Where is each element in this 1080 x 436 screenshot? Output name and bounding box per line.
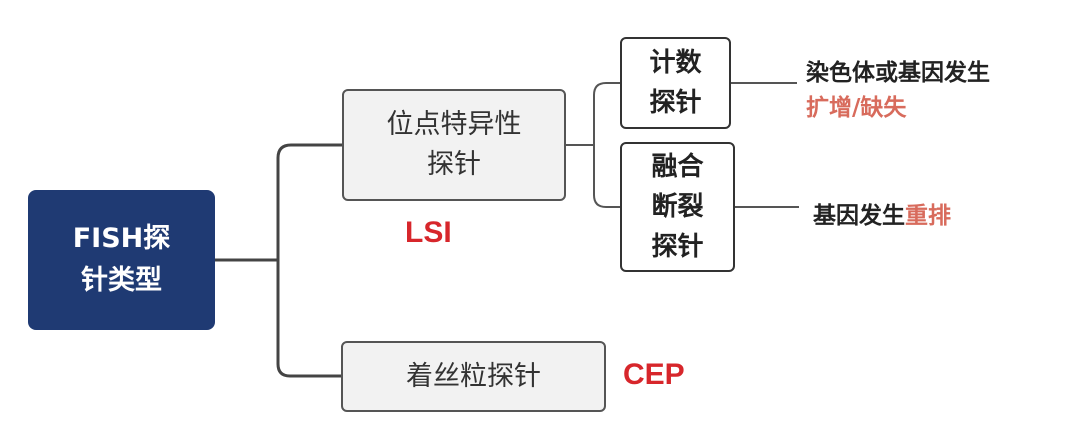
desc-count-highlight: 扩增/缺失 [806, 95, 907, 121]
cep-label: 着丝粒探针 [406, 360, 541, 392]
root-node-fish-probe-types: FISH探针类型 [28, 190, 215, 330]
tag-cep: CEP [623, 358, 685, 391]
node-locus-specific-probe: 位点特异性探针 [342, 89, 566, 201]
lsi-label: 位点特异性探针 [386, 109, 522, 180]
count-label: 计数探针 [649, 48, 702, 118]
desc-count-line2: 扩增/缺失 [806, 88, 906, 122]
tag-lsi: LSI [405, 216, 452, 249]
desc-count-line1: 染色体或基因发生 [806, 60, 990, 86]
connector-to-count [593, 82, 620, 96]
node-centromere-probe: 着丝粒探针 [341, 341, 606, 412]
leaf-count-probe: 计数探针 [620, 37, 731, 129]
desc-fusion-prefix: 基因发生 [813, 203, 905, 229]
desc-fusion: 基因发生重排 [813, 196, 951, 230]
root-label: FISH探针类型 [72, 223, 171, 296]
connector-trunk [276, 158, 341, 378]
connector-to-lsi [276, 143, 342, 159]
connector-lsi-branch [593, 95, 620, 208]
desc-fusion-highlight: 重排 [905, 203, 951, 229]
leaf-fusion-break-probe: 融合断裂探针 [620, 142, 735, 272]
fusion-label: 融合断裂探针 [651, 152, 704, 262]
